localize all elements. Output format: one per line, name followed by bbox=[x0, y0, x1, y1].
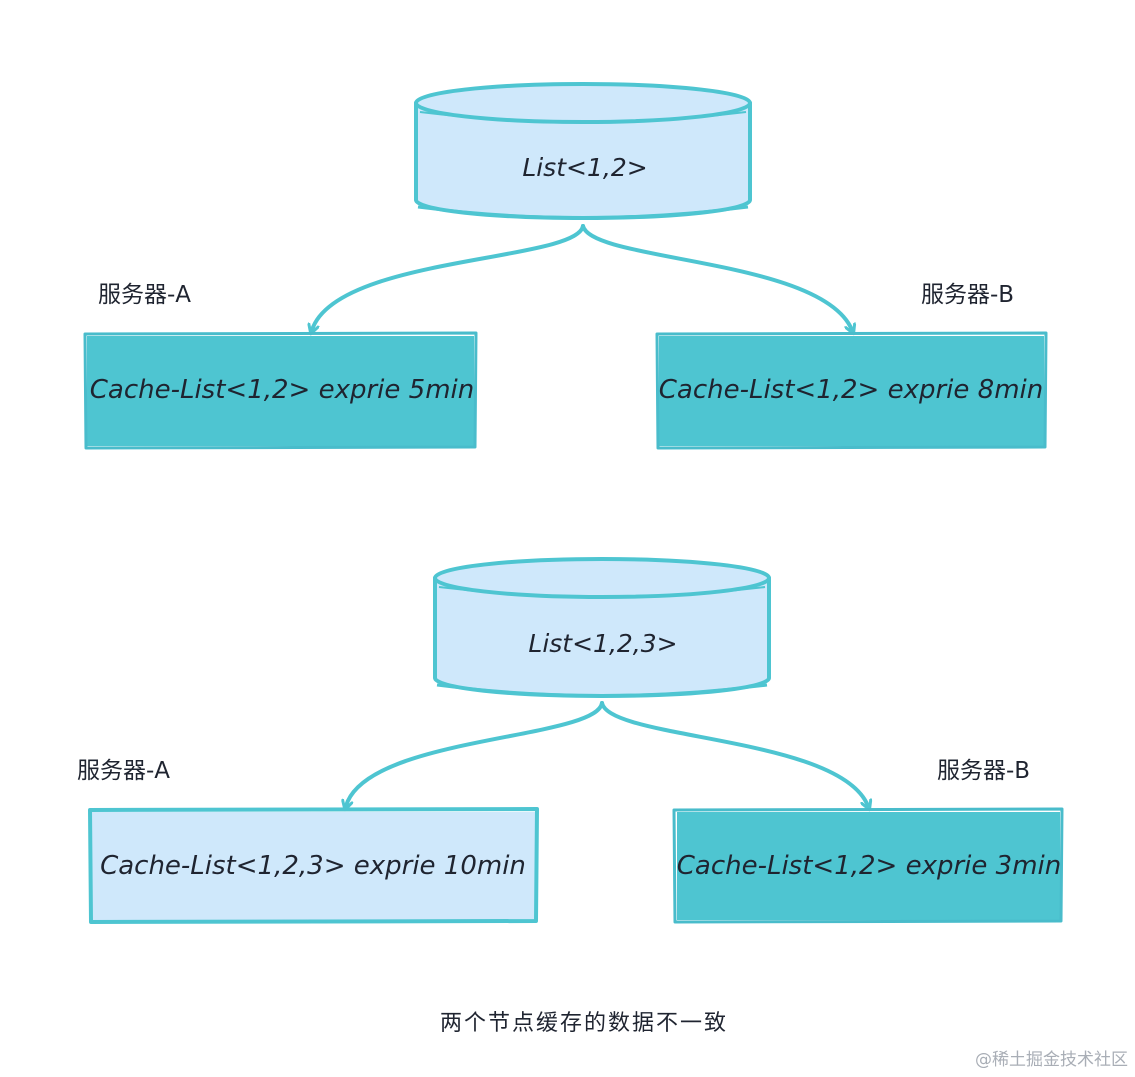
diagram-caption: 两个节点缓存的数据不一致 bbox=[440, 1011, 728, 1036]
bottom-connectors bbox=[346, 701, 868, 806]
bottom-database-label: List<1,2,3> bbox=[528, 629, 677, 658]
bottom-database-cylinder bbox=[433, 557, 771, 698]
top-server-a-cache-text: Cache-List<1,2> exprie 5min bbox=[90, 375, 475, 405]
bottom-server-b-label: 服务器-B bbox=[937, 758, 1030, 784]
top-arrow-to-server-a bbox=[312, 224, 585, 330]
bottom-server-b-cache-text: Cache-List<1,2> exprie 3min bbox=[677, 851, 1062, 881]
bottom-arrow-to-server-b bbox=[600, 701, 868, 806]
watermark: @稀土掘金技术社区 bbox=[975, 1050, 1128, 1070]
top-server-b-cache-text: Cache-List<1,2> exprie 8min bbox=[659, 375, 1044, 405]
top-server-b-cache-box bbox=[655, 331, 1048, 450]
top-database-cylinder bbox=[414, 82, 752, 220]
top-server-a-cache-box bbox=[83, 331, 478, 450]
bottom-arrow-to-server-a bbox=[346, 701, 604, 806]
top-database-label: List<1,2> bbox=[522, 153, 647, 182]
top-server-a-label: 服务器-A bbox=[98, 282, 191, 308]
bottom-server-a-cache-box bbox=[88, 807, 539, 924]
top-server-b-label: 服务器-B bbox=[921, 282, 1014, 308]
bottom-server-a-cache-text: Cache-List<1,2,3> exprie 10min bbox=[100, 851, 526, 881]
top-connectors bbox=[312, 224, 852, 330]
bottom-server-a-label: 服务器-A bbox=[77, 758, 170, 784]
bottom-server-b-cache-box bbox=[672, 807, 1064, 924]
top-arrow-to-server-b bbox=[581, 224, 852, 330]
